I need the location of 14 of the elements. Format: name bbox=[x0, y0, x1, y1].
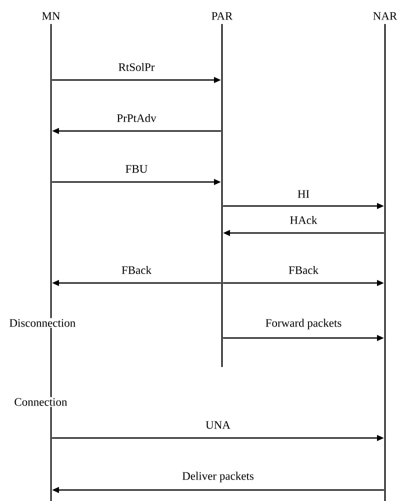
message-label: Forward packets bbox=[266, 318, 342, 330]
state-label: Disconnection bbox=[8, 318, 77, 328]
message-label: HAck bbox=[290, 216, 318, 224]
message-label: FBack bbox=[122, 266, 152, 274]
message-label: HI bbox=[298, 190, 310, 198]
message-label: PrPtAdv bbox=[117, 114, 156, 122]
state-label: Connection bbox=[13, 397, 68, 407]
message-label: FBack bbox=[288, 266, 319, 274]
message-label: FBU bbox=[126, 165, 148, 173]
message-label: Deliver packets bbox=[182, 472, 254, 482]
participant-lifeline: PAR bbox=[212, 12, 233, 367]
message-label: UNA bbox=[206, 421, 230, 429]
participant-lifeline: NAR bbox=[373, 12, 398, 501]
message-label: RtSolPr bbox=[118, 62, 155, 72]
